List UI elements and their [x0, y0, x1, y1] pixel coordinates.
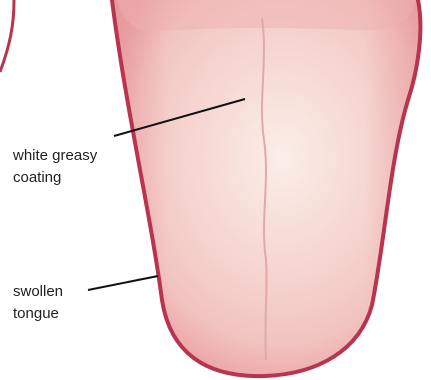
- swollen-label-line-1: swollen: [13, 281, 63, 303]
- coating-label-line-1: white greasy: [13, 145, 97, 167]
- neighbor-figure-edge: [0, 0, 14, 72]
- coating-label: white greasy coating: [13, 145, 97, 189]
- swollen-label-line-2: tongue: [13, 303, 63, 325]
- swollen-leader-line: [88, 276, 158, 290]
- swollen-label: swollen tongue: [13, 281, 63, 325]
- coating-label-line-2: coating: [13, 167, 97, 189]
- tongue-top-shade: [118, 0, 416, 32]
